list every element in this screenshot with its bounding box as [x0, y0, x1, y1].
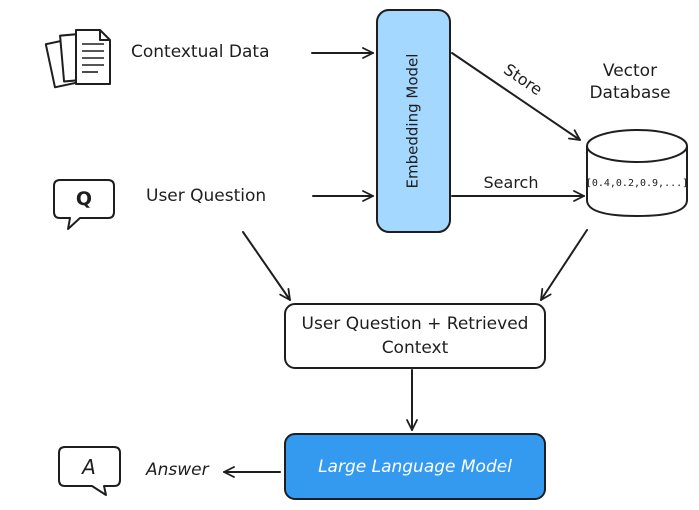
vector-database-cylinder — [586, 129, 688, 218]
question-bubble-icon: Q — [53, 179, 115, 230]
combined-context-box — [284, 303, 546, 369]
embedding-model-box — [376, 9, 451, 233]
answer-glyph: A — [80, 455, 96, 479]
arrow-embedding-to-database — [451, 52, 581, 141]
llm-label: Large Language Model — [318, 457, 512, 477]
llm-box — [284, 433, 546, 500]
embedding-model-label: Embedding Model — [404, 54, 422, 189]
answer-label: Answer — [146, 460, 209, 480]
user-question-label: User Question — [146, 186, 267, 206]
search-label: Search — [484, 173, 539, 192]
store-label: Store — [500, 60, 546, 99]
question-glyph: Q — [76, 188, 92, 210]
documents-icon — [44, 29, 111, 89]
combined-context-label: User Question + Retrieved Context — [301, 314, 529, 358]
arrow-question-to-combined — [242, 231, 291, 301]
answer-bubble-icon: A — [58, 446, 121, 496]
arrow-database-to-combined — [540, 229, 588, 301]
contextual-data-label: Contextual Data — [131, 42, 270, 62]
vector-database-label: Vector Database — [589, 61, 671, 103]
vector-values: [0.4,0.2,0.9,...] — [586, 178, 688, 189]
